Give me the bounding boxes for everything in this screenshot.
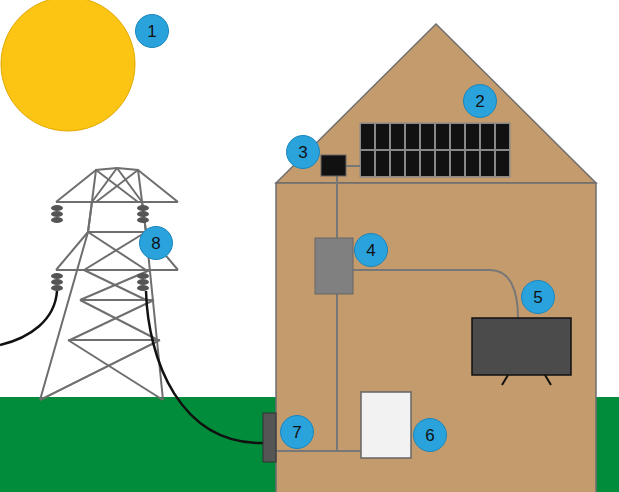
house-wall xyxy=(276,183,596,492)
power-pylon xyxy=(40,168,178,400)
callout-number: 2 xyxy=(475,93,484,110)
grid-cable xyxy=(146,291,264,443)
callout-marker: 1 xyxy=(135,14,169,48)
callout-number: 6 xyxy=(425,427,434,444)
callout-marker: 8 xyxy=(139,226,173,260)
callout-marker: 2 xyxy=(463,84,497,118)
grid-cable xyxy=(0,291,57,345)
battery-unit xyxy=(361,392,411,458)
inverter xyxy=(321,155,346,176)
callout-number: 4 xyxy=(366,242,375,259)
callout-marker: 7 xyxy=(280,415,314,449)
house-roof xyxy=(276,24,596,183)
callout-marker: 4 xyxy=(354,233,388,267)
television xyxy=(472,318,571,375)
consumer-unit xyxy=(315,238,353,294)
callout-number: 7 xyxy=(292,424,301,441)
callout-number: 5 xyxy=(533,289,542,306)
callout-number: 1 xyxy=(147,23,156,40)
callout-marker: 3 xyxy=(286,135,320,169)
callout-number: 3 xyxy=(298,144,307,161)
sun xyxy=(1,0,135,131)
callout-marker: 6 xyxy=(413,418,447,452)
callout-marker: 5 xyxy=(521,280,555,314)
electricity-meter xyxy=(263,413,276,462)
callout-number: 8 xyxy=(151,235,160,252)
solar-panel xyxy=(360,123,510,177)
insulators xyxy=(51,205,149,291)
